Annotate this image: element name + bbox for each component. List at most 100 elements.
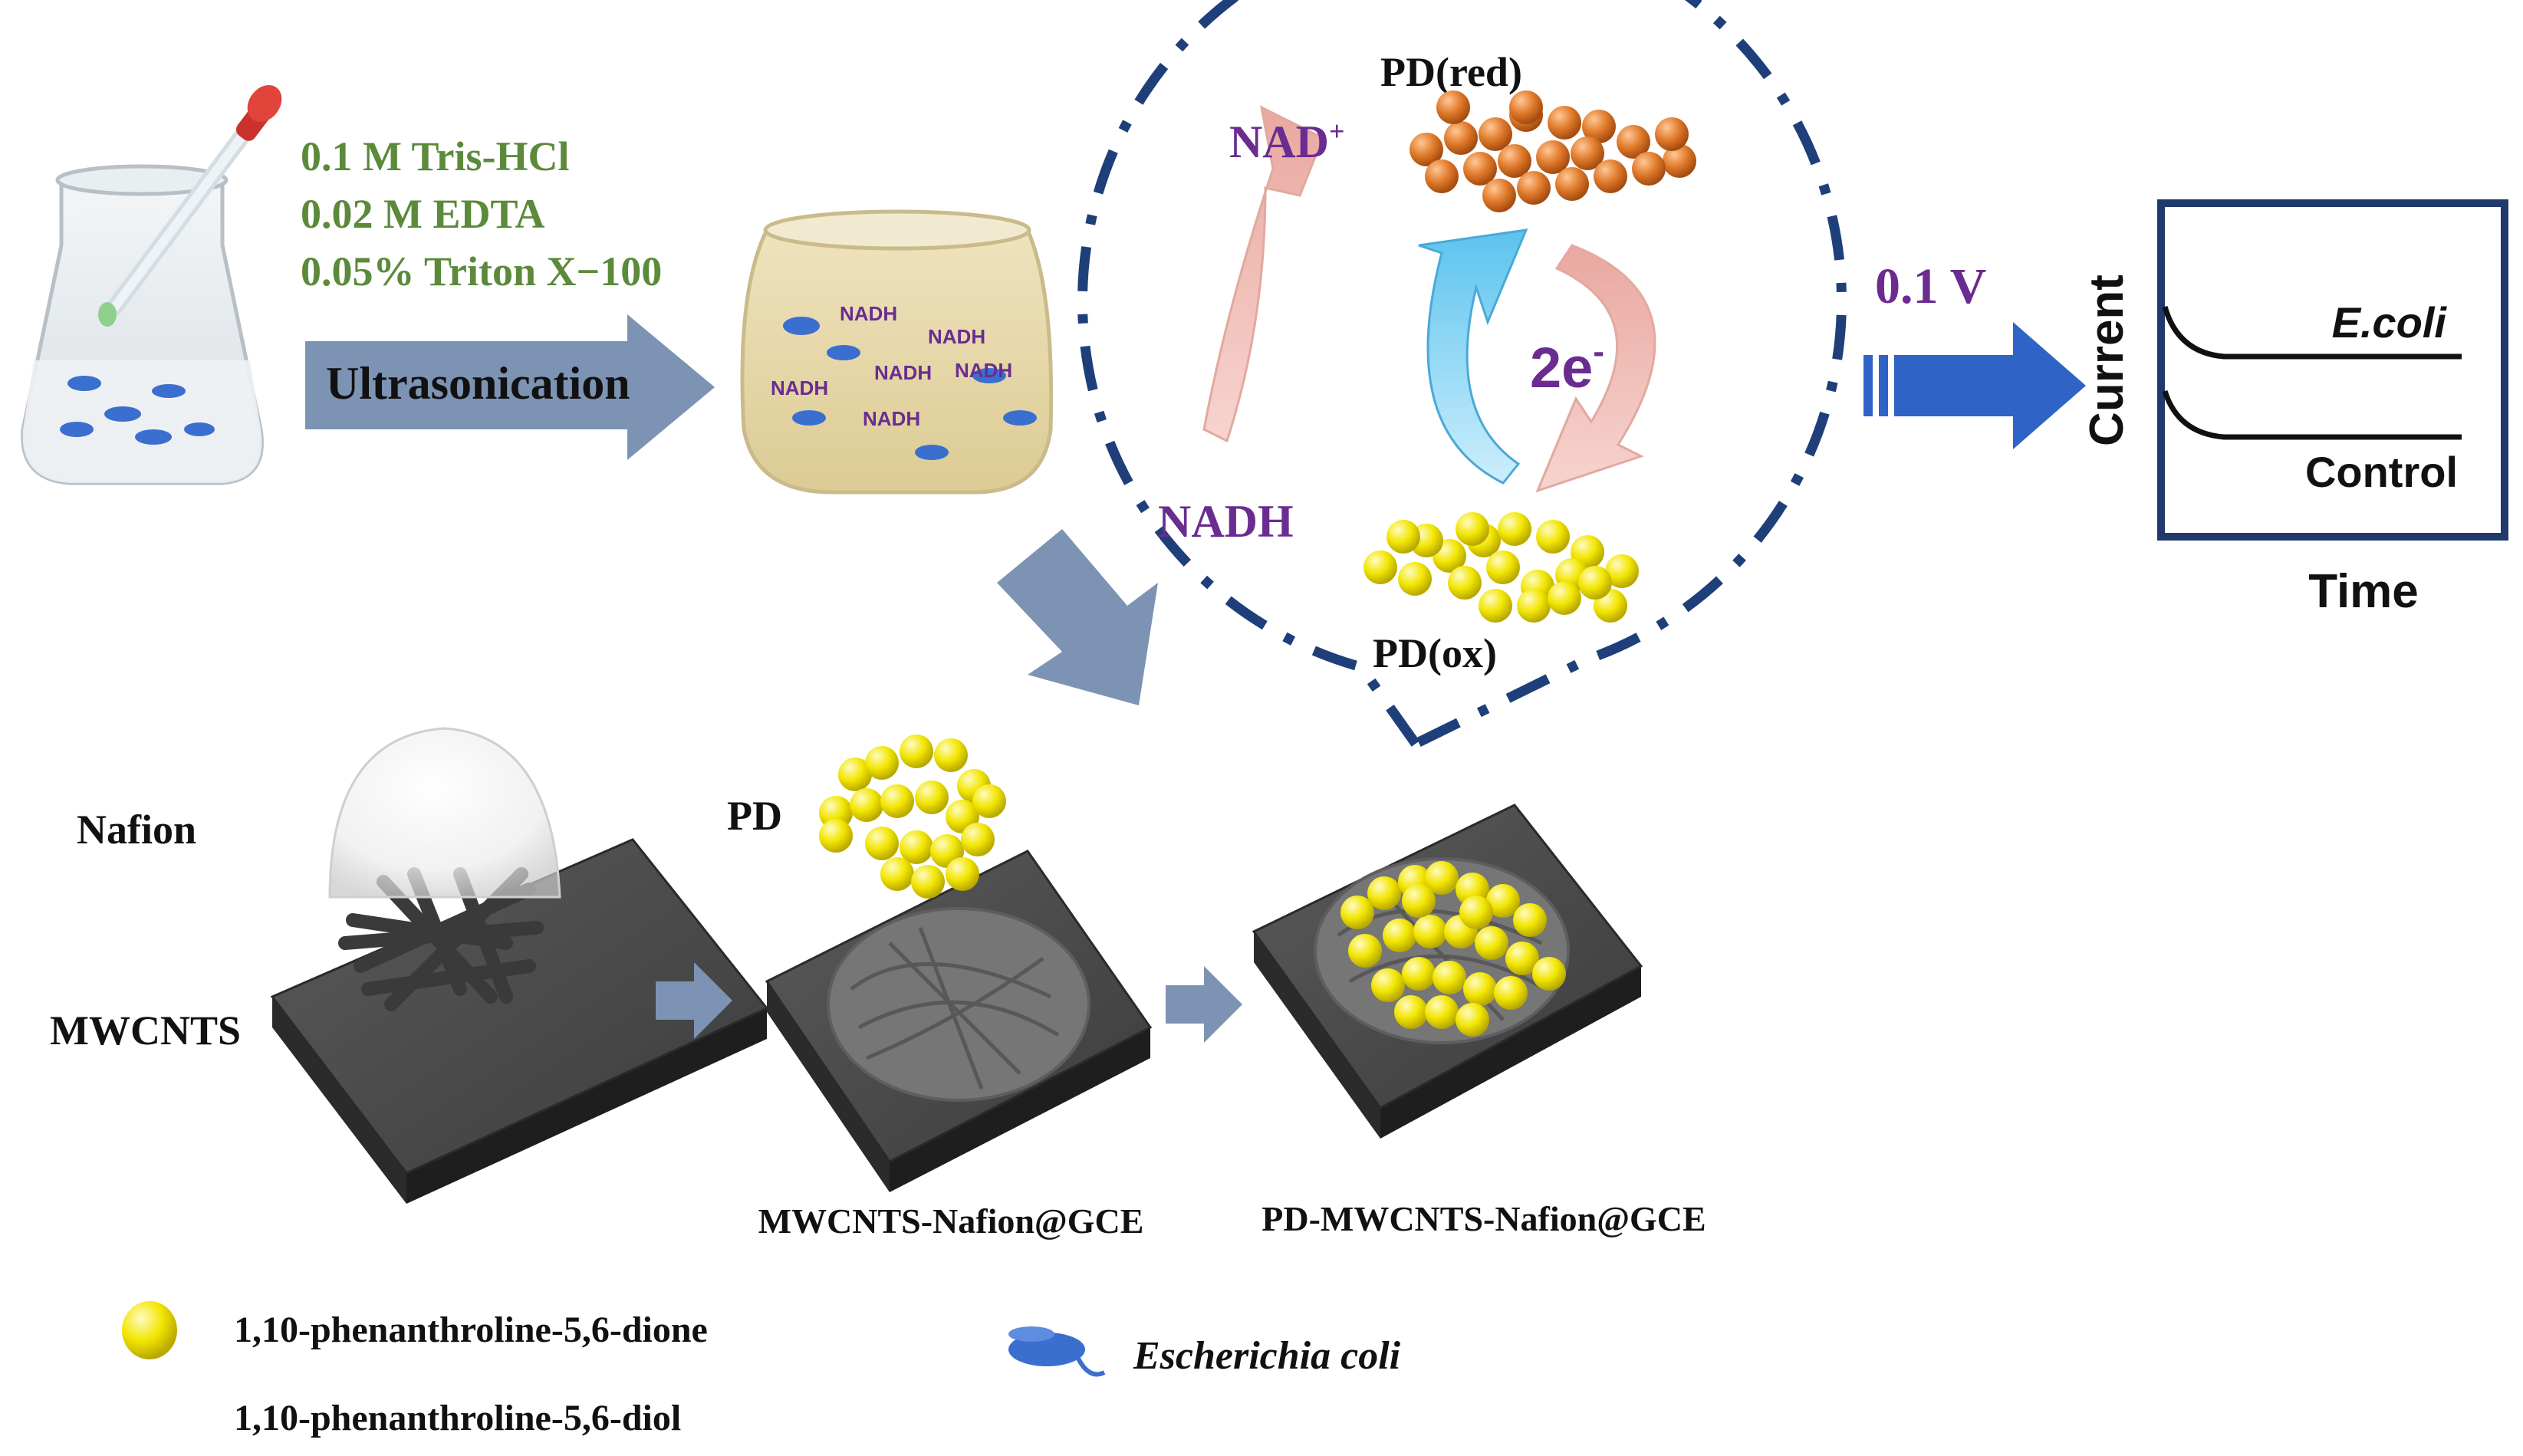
legend-ecoli-swatch <box>1008 1326 1106 1377</box>
reagent-triton: 0.05% Triton X−100 <box>301 248 662 294</box>
series-control-line <box>2162 389 2462 440</box>
pipette <box>98 84 282 327</box>
pd-ox-particle <box>1578 566 1612 600</box>
pd-particle <box>1532 957 1566 991</box>
reagent-edta: 0.02 M EDTA <box>301 191 545 237</box>
pd-particle <box>838 758 872 791</box>
pd-red-particle <box>1663 144 1696 178</box>
ecoli-cluster-left <box>60 376 215 445</box>
flask-label-nadh-4: NADH <box>955 359 1012 382</box>
x-axis-label: Time <box>2308 565 2419 618</box>
current-time-graph: E.coli Control Current Time <box>2081 199 2508 618</box>
pd-particle <box>1425 995 1459 1029</box>
pd-red-particle <box>1655 117 1689 151</box>
pd-particle <box>1340 896 1374 929</box>
pd-particle <box>1456 1003 1489 1037</box>
pd-particle <box>1505 942 1539 975</box>
y-axis-label: Current <box>2081 274 2133 446</box>
pd-particle <box>1459 896 1493 929</box>
electron-sup: - <box>1593 333 1604 370</box>
legend-diol: 1,10-phenanthroline-5,6-diol <box>234 1398 681 1438</box>
nad-plus-label: NAD+ <box>1229 116 1345 167</box>
pd-red-particle <box>1509 90 1543 124</box>
pd-ox-particle <box>1536 520 1570 554</box>
step2-label: MWCNTS-Nafion@GCE <box>758 1201 1144 1241</box>
pd-particle <box>865 827 899 860</box>
step-arrow-2 <box>1166 966 1242 1043</box>
pd-red-particle <box>1479 117 1512 151</box>
pd-ox-label: PD(ox) <box>1373 630 1497 676</box>
pd-particle <box>946 857 979 891</box>
pd-ox-particle <box>1498 512 1531 546</box>
step3-label: PD-MWCNTS-Nafion@GCE <box>1262 1199 1706 1238</box>
pd-ox-particle <box>1363 551 1397 584</box>
legend-dione: 1,10-phenanthroline-5,6-dione <box>234 1310 708 1350</box>
pd-red-particle <box>1555 167 1589 201</box>
electrode-1 <box>270 727 769 1204</box>
redox-cycle: NAD+ NADH PD(red) PD(ox) 2e- <box>1077 0 1847 751</box>
pd-red-particle <box>1463 152 1497 186</box>
pd-particle <box>1413 915 1447 948</box>
pd-particle <box>1394 995 1428 1029</box>
nafion-drop <box>328 727 561 899</box>
nad-plus-text: NAD <box>1229 117 1329 167</box>
pd-red-particle <box>1617 125 1650 159</box>
pd-ox-particle <box>1456 512 1489 546</box>
pd-particle <box>1402 884 1436 918</box>
step-arrow-1 <box>656 962 732 1039</box>
pd-particle <box>1402 957 1436 991</box>
flask-label-nadh-2: NADH <box>928 325 985 348</box>
pd-particle <box>1371 968 1405 1002</box>
pd-particle <box>1486 884 1520 918</box>
pd-ox-particle <box>1486 551 1520 584</box>
pd-red-particle <box>1410 133 1443 166</box>
series-control-label: Control <box>2305 448 2458 496</box>
pd-particle <box>915 781 949 814</box>
pd-red-particle <box>1498 144 1531 178</box>
pd-red-particle <box>1425 159 1459 193</box>
pd-red-particle <box>1444 121 1478 155</box>
legend-ecoli: Escherichia coli <box>1133 1334 1401 1378</box>
pd-particle <box>961 823 995 856</box>
pd-particle <box>1433 961 1466 994</box>
pd-red-particle <box>1517 171 1551 205</box>
reagent-tris: 0.1 M Tris-HCl <box>301 133 569 179</box>
pd-particle <box>865 746 899 780</box>
pd-particle <box>850 788 883 822</box>
pd-red-particle <box>1582 110 1616 143</box>
flask-label-nadh-6: NADH <box>863 407 920 430</box>
pd-red-particle <box>1436 90 1470 124</box>
electron-text: 2e <box>1530 336 1593 399</box>
flask-middle: NADH NADH NADH NADH NADH NADH <box>740 209 1054 495</box>
pd-particles-electrode <box>1340 861 1566 1037</box>
pd-particle <box>911 865 945 899</box>
nafion-label: Nafion <box>77 807 196 853</box>
ultrasonication-label: Ultrasonication <box>326 358 630 409</box>
pd-particle <box>1348 934 1382 968</box>
pd-particles-above <box>819 735 1006 899</box>
pd-particle <box>1475 926 1508 960</box>
pd-ox-particle <box>1479 589 1512 623</box>
pd-label: PD <box>727 793 782 839</box>
pd-particle <box>934 738 968 772</box>
mwcnts-label: MWCNTS <box>50 1007 241 1053</box>
pd-red-particle <box>1536 140 1570 174</box>
pd-particle <box>1513 903 1547 937</box>
pd-red-particle <box>1571 136 1604 170</box>
pd-particle <box>1383 919 1416 952</box>
electrode-2 <box>765 850 1153 1192</box>
pd-ox-particle <box>1548 581 1581 615</box>
flask-left <box>21 164 264 485</box>
pd-ox-particle <box>1448 566 1482 600</box>
graph-frame <box>2157 199 2508 541</box>
pd-particle <box>972 784 1006 818</box>
pd-ox-particle <box>1386 520 1420 554</box>
pd-red-particle <box>1632 152 1666 186</box>
pd-particle <box>1463 972 1497 1006</box>
pd-ox-particle <box>1398 562 1432 596</box>
pd-particle <box>900 830 933 864</box>
legend-dione-swatch <box>122 1301 177 1359</box>
series-ecoli-label: E.coli <box>2332 298 2448 347</box>
ecoli-cluster-middle <box>783 317 1037 460</box>
pd-particle <box>900 735 933 768</box>
